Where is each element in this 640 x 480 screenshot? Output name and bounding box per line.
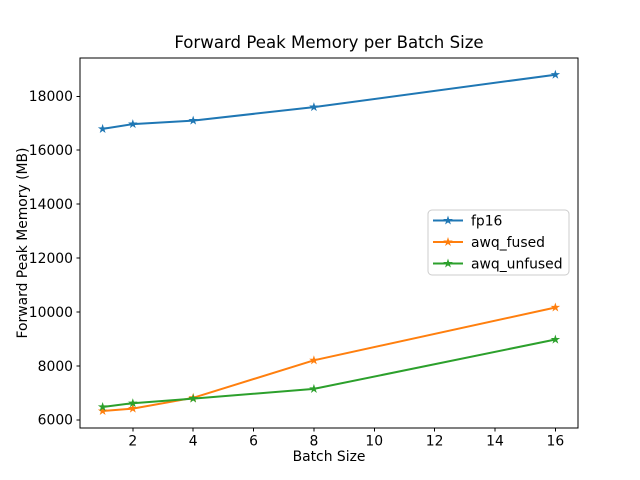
x-tick-label: 4 [189,434,198,450]
data-point-fp16-x16 [550,69,561,79]
series-line-fp16 [101,73,557,130]
data-point-awq_unfused-x16 [550,334,561,344]
star-marker-icon [443,237,453,247]
x-tick-label: 16 [547,434,565,450]
legend-entry-fp16: fp16 [433,214,502,230]
data-point-awq_unfused-x2 [128,398,138,408]
y-tick-label: 8000 [38,359,73,375]
data-point-fp16-x4 [188,115,198,125]
y-tick-label: 16000 [29,143,73,159]
y-tick-label: 6000 [38,413,73,429]
data-point-awq_unfused-x8 [309,383,319,393]
axes: 2 4 6 8 10 12 14 16 6000 8000 10000 12000 14000 16000… [29,57,579,450]
plot-area [97,69,561,416]
legend-label: awq_unfused [471,257,563,273]
x-tick-label: 10 [365,434,383,450]
star-marker-icon [443,215,453,225]
legend-label: fp16 [471,214,502,230]
y-tick-label: 14000 [29,197,73,213]
x-axis-label: Batch Size [293,449,366,465]
star-marker-icon [443,258,453,268]
data-point-fp16-x2 [128,119,138,129]
data-point-awq_fused-x16 [550,302,561,312]
x-tick-label: 14 [486,434,504,450]
legend: fp16 awq_fused awq_unfused [427,209,570,276]
legend-entry-awq-unfused: awq_unfused [433,257,563,273]
y-tick-label: 18000 [29,89,73,105]
series-line-awq_fused [101,306,557,412]
x-tick-label: 12 [426,434,444,450]
x-tick-label: 6 [249,434,258,450]
x-tick-label: 2 [128,434,137,450]
data-point-awq_fused-x2 [128,403,138,413]
legend-box [427,209,570,276]
data-point-fp16-x8 [309,102,319,112]
legend-entry-awq-fused: awq_fused [433,235,545,251]
legend-label: awq_fused [471,235,545,251]
y-tick-label: 10000 [29,305,73,321]
data-point-awq_fused-x8 [309,355,319,365]
plot-border [79,57,579,429]
x-tick-label: 8 [309,434,318,450]
y-axis-label: Forward Peak Memory (MB) [15,148,31,339]
data-point-awq_fused-x1 [97,406,108,416]
chart-title: Forward Peak Memory per Batch Size [174,33,483,52]
data-point-awq_unfused-x4 [188,393,198,403]
series-line-awq_unfused [101,338,557,408]
data-point-fp16-x1 [97,123,108,133]
y-tick-label: 12000 [29,251,73,267]
data-point-awq_unfused-x1 [97,401,108,412]
